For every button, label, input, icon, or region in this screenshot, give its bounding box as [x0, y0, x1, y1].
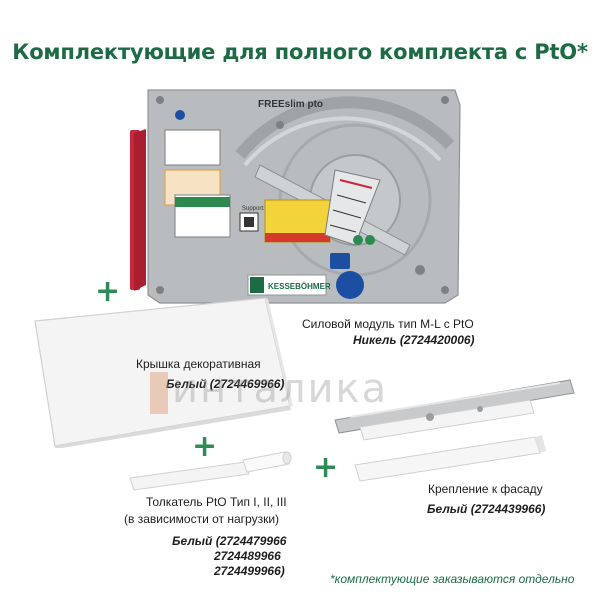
pusher-code-line1: Белый (2724479966: [172, 534, 287, 548]
support-label: Support:: [242, 206, 265, 212]
pusher-caption-line1: Толкатель PtO Тип I, II, III: [146, 495, 287, 509]
pusher-caption-line2: (в зависимости от нагрузки): [124, 512, 280, 526]
module-code: Никель (2724420006): [353, 333, 475, 347]
footnote: *комплектующие заказываются отдельно: [330, 572, 575, 586]
pusher-code-line2: 2724489966: [214, 549, 281, 563]
cover-code: Белый (2724469966): [166, 377, 285, 391]
watermark-text: инталикa: [172, 366, 389, 412]
pusher-image: [129, 451, 292, 491]
pusher-code-line3: 2724499966): [214, 564, 285, 578]
power-module-image: Support: FREEslim pto KESSEBÖHMER: [130, 89, 461, 304]
page-title: Комплектующие для полного комплекта с Pt…: [12, 40, 588, 64]
watermark-logo: [150, 372, 168, 414]
plus-sign: +: [313, 450, 339, 485]
plus-sign: +: [192, 429, 218, 464]
mount-caption: Крепление к фасаду: [428, 482, 543, 496]
facade-mount-image: [334, 379, 575, 482]
decorative-cover-image: [34, 297, 293, 448]
cover-caption: Крышка декоративная: [136, 357, 261, 371]
mount-code: Белый (2724439966): [427, 502, 546, 516]
module-caption: Силовой модуль тип M-L с PtO: [302, 317, 474, 331]
plus-sign: +: [95, 274, 121, 309]
freeslim-label: FREEslim pto: [258, 99, 323, 110]
kessebohmer-label: KESSEBÖHMER: [268, 282, 331, 291]
blue-logo: [336, 271, 364, 299]
